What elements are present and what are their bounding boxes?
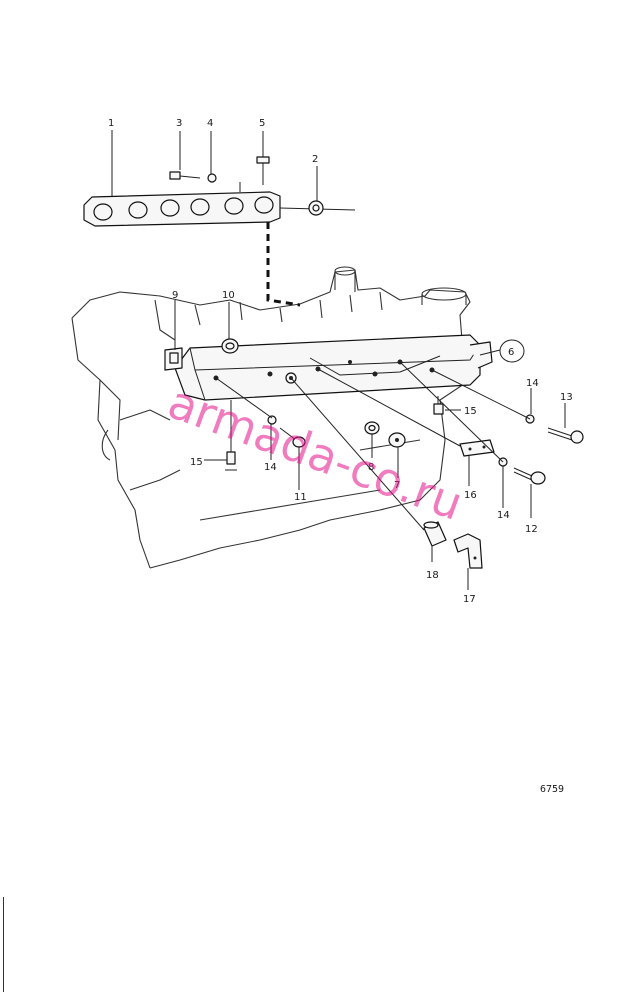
assembly-dashed-line [266, 222, 301, 307]
part-15-stud-left [225, 444, 237, 471]
callout-17: 17 [463, 594, 476, 605]
callout-5: 5 [259, 118, 265, 129]
callout-11: 11 [294, 492, 307, 503]
part-8-washer [364, 421, 380, 435]
callout-15-right: 15 [464, 406, 477, 417]
part-12-bolt [513, 467, 546, 485]
figure-reference-number: 6759 [540, 784, 564, 795]
callout-10: 10 [222, 290, 235, 301]
callout-16: 16 [464, 490, 477, 501]
callout-14-right: 14 [497, 510, 510, 521]
callout-4: 4 [207, 118, 213, 129]
part-7-plug [388, 432, 406, 448]
part-14-washer-left [267, 415, 277, 425]
callout-12: 12 [525, 524, 538, 535]
callout-labels: 1 2 3 4 5 6 7 8 9 10 11 12 13 14 14 14 1… [108, 118, 573, 605]
callout-14-left: 14 [264, 462, 277, 473]
callout-2: 2 [312, 154, 318, 165]
part-6-bracket [164, 334, 493, 401]
callout-15-left: 15 [190, 457, 203, 468]
leader-lines [111, 130, 566, 590]
part-5-bolt [256, 156, 270, 185]
part-15-stud-right [433, 396, 444, 415]
callout-6-circle [499, 339, 525, 363]
part-4-washer [207, 173, 217, 183]
part-17-angle-bracket [453, 533, 483, 569]
engine-block-outline [71, 266, 471, 569]
page-edge-mark [3, 897, 4, 992]
callout-1: 1 [108, 118, 114, 129]
callout-9: 9 [172, 290, 178, 301]
part-10-o-ring [221, 338, 239, 354]
part-3-screw [169, 171, 201, 180]
part-1-water-distribution-pipe [83, 182, 356, 227]
callout-13: 13 [560, 392, 573, 403]
watermark-text: armada-co.ru [161, 375, 469, 531]
part-18-sleeve [423, 521, 447, 547]
callout-8: 8 [368, 462, 374, 473]
callout-7: 7 [394, 480, 400, 491]
callout-14-top: 14 [526, 378, 539, 389]
part-16-plate [459, 439, 495, 457]
part-13-bolt [547, 427, 584, 444]
callout-18: 18 [426, 570, 439, 581]
callout-6: 6 [508, 347, 514, 358]
part-2-sealing-ring [308, 200, 324, 216]
callout-3: 3 [176, 118, 182, 129]
